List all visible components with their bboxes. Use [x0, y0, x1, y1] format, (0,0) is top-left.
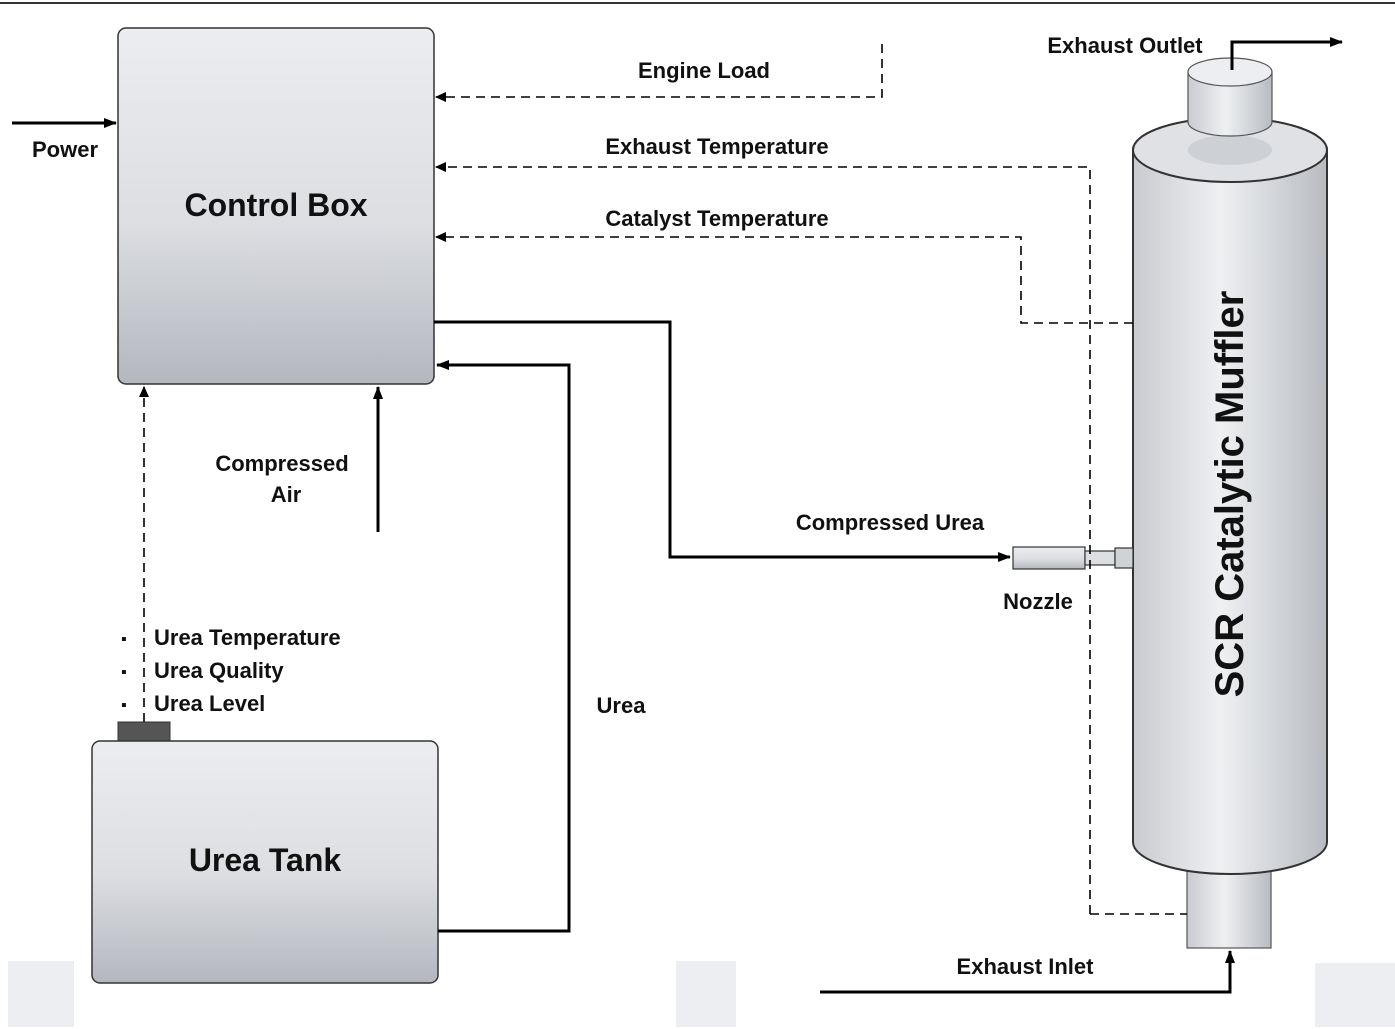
engine-load-label: Engine Load	[638, 58, 770, 83]
exhaust-temperature-signal: Exhaust Temperature	[435, 134, 1187, 915]
placeholder-square-left	[8, 961, 74, 1027]
exhaust-outlet: Exhaust Outlet	[1047, 33, 1343, 70]
engine-load-signal: Engine Load	[435, 44, 883, 102]
muffler-label: SCR Catalytic Muffler	[1208, 291, 1252, 698]
compressed-air-label-line2: Air	[271, 482, 302, 507]
control-box: Control Box	[117, 27, 435, 385]
nozzle: Nozzle	[1003, 546, 1134, 614]
outlet-pipe	[1187, 71, 1273, 137]
catalyst-temperature-signal: Catalyst Temperature	[435, 206, 1133, 324]
power-label: Power	[32, 137, 98, 162]
control-box-label: Control Box	[184, 187, 367, 223]
urea-tank: Urea Tank	[91, 721, 439, 984]
nozzle-label: Nozzle	[1003, 589, 1073, 614]
exhaust-inlet: Exhaust Inlet	[820, 950, 1235, 994]
power-input: Power	[12, 118, 117, 162]
compressed-urea-label: Compressed Urea	[796, 510, 985, 535]
compressed-air-input: Compressed Air	[215, 386, 383, 532]
urea-feed-line: Urea	[436, 360, 647, 933]
scr-muffler: SCR Catalytic Muffler	[1132, 57, 1328, 949]
placeholder-square-middle	[676, 961, 736, 1027]
sensor-urea-temperature: Urea Temperature	[154, 625, 341, 650]
exhaust-inlet-label: Exhaust Inlet	[957, 954, 1095, 979]
bullet: ▪	[121, 631, 127, 648]
tank-sensor-list: ▪ Urea Temperature ▪ Urea Quality ▪ Urea…	[121, 625, 341, 716]
urea-tank-label: Urea Tank	[189, 842, 342, 878]
sensor-urea-quality: Urea Quality	[154, 658, 284, 683]
compressed-air-label-line1: Compressed	[215, 451, 348, 476]
compressed-urea-line: Compressed Urea	[434, 320, 1011, 562]
urea-label: Urea	[597, 693, 647, 718]
catalyst-temperature-label: Catalyst Temperature	[605, 206, 828, 231]
placeholder-square-right	[1315, 963, 1395, 1027]
bullet: ▪	[121, 664, 127, 681]
exhaust-outlet-label: Exhaust Outlet	[1047, 33, 1203, 58]
sensor-urea-level: Urea Level	[154, 691, 265, 716]
bullet: ▪	[121, 697, 127, 714]
tank-sensor-cap	[117, 721, 171, 743]
exhaust-temperature-label: Exhaust Temperature	[605, 134, 828, 159]
